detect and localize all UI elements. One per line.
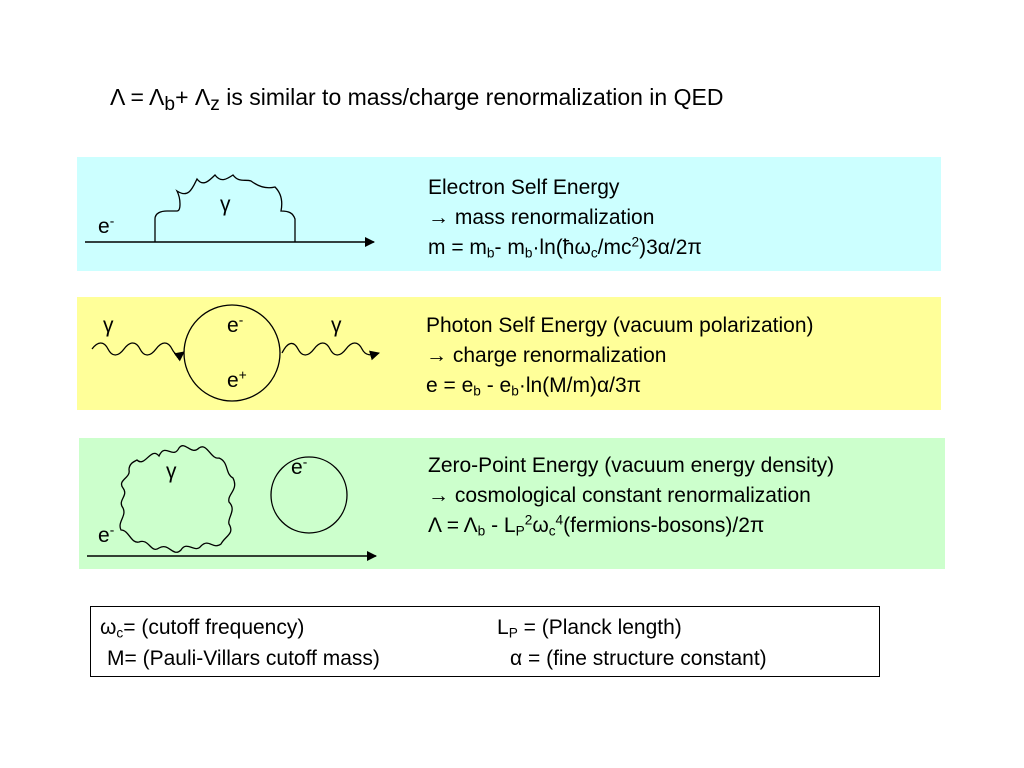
- zero-point-energy-text: Zero-Point Energy (vacuum energy density…: [428, 451, 834, 541]
- outgoing-photon-wavy: [281, 342, 380, 361]
- photon-vacuum-bubble: [119, 445, 236, 553]
- charge-renormalization-line: → charge renormalization: [426, 344, 667, 367]
- legend-cutoff-mass: M= (Pauli-Villars cutoff mass): [107, 647, 380, 670]
- slide-title: Λ = Λb+ Λz is similar to mass/charge ren…: [110, 84, 724, 115]
- charge-formula: e = eb - eb·ln(M/m)α/3π: [426, 374, 642, 399]
- photon-self-energy-heading: Photon Self Energy (vacuum polarization): [426, 314, 814, 337]
- mass-renormalization-line: → mass renormalization: [428, 206, 655, 229]
- electron-label: e-: [98, 213, 115, 238]
- zero-point-energy-panel: e- γ e- Zero-Point Energy (vacuum energy…: [79, 438, 945, 569]
- photon-self-energy-text: Photon Self Energy (vacuum polarization)…: [426, 311, 814, 401]
- photon-out-label: γ: [331, 314, 342, 337]
- photon-loop-wavy: [154, 174, 296, 242]
- zero-point-energy-heading: Zero-Point Energy (vacuum energy density…: [428, 454, 835, 477]
- photon-self-energy-diagram: [91, 304, 380, 402]
- positron-label: e+: [227, 367, 247, 392]
- electron-vacuum-bubble: [270, 456, 348, 534]
- electron-positron-loop: [183, 304, 281, 402]
- cosmological-formula: Λ = Λb - LP2ωc4(fermions-bosons)/2π: [428, 512, 765, 539]
- electron-self-energy-diagram: [85, 174, 375, 247]
- electron-self-energy-text: Electron Self Energy → mass renormalizat…: [428, 173, 702, 263]
- incoming-photon-wavy: [91, 342, 185, 362]
- cosmological-renormalization-line: → cosmological constant renormalization: [428, 484, 811, 507]
- photon-label: γ: [220, 193, 231, 216]
- photon-self-energy-panel: γ γ e- e+ Photon Self Energy (vacuum pol…: [77, 297, 941, 410]
- electron-label: e-: [227, 312, 244, 337]
- photon-label: γ: [166, 460, 177, 483]
- legend-omega: ωc= (cutoff frequency): [100, 616, 305, 641]
- photon-in-label: γ: [103, 314, 114, 337]
- legend-fine-structure: α = (fine structure constant): [510, 647, 767, 670]
- symbol-legend: ωc= (cutoff frequency) LP = (Planck leng…: [90, 606, 880, 677]
- legend-planck-length: LP = (Planck length): [497, 616, 682, 641]
- loop-electron-label: e-: [291, 454, 308, 479]
- mass-formula: m = mb- mb·ln(ħωc/mc2)3α/2π: [428, 234, 702, 261]
- electron-self-energy-panel: e- γ Electron Self Energy → mass renorma…: [77, 157, 941, 271]
- zero-point-energy-diagram: [87, 445, 377, 561]
- electron-self-energy-heading: Electron Self Energy: [428, 176, 620, 199]
- electron-label: e-: [98, 522, 115, 547]
